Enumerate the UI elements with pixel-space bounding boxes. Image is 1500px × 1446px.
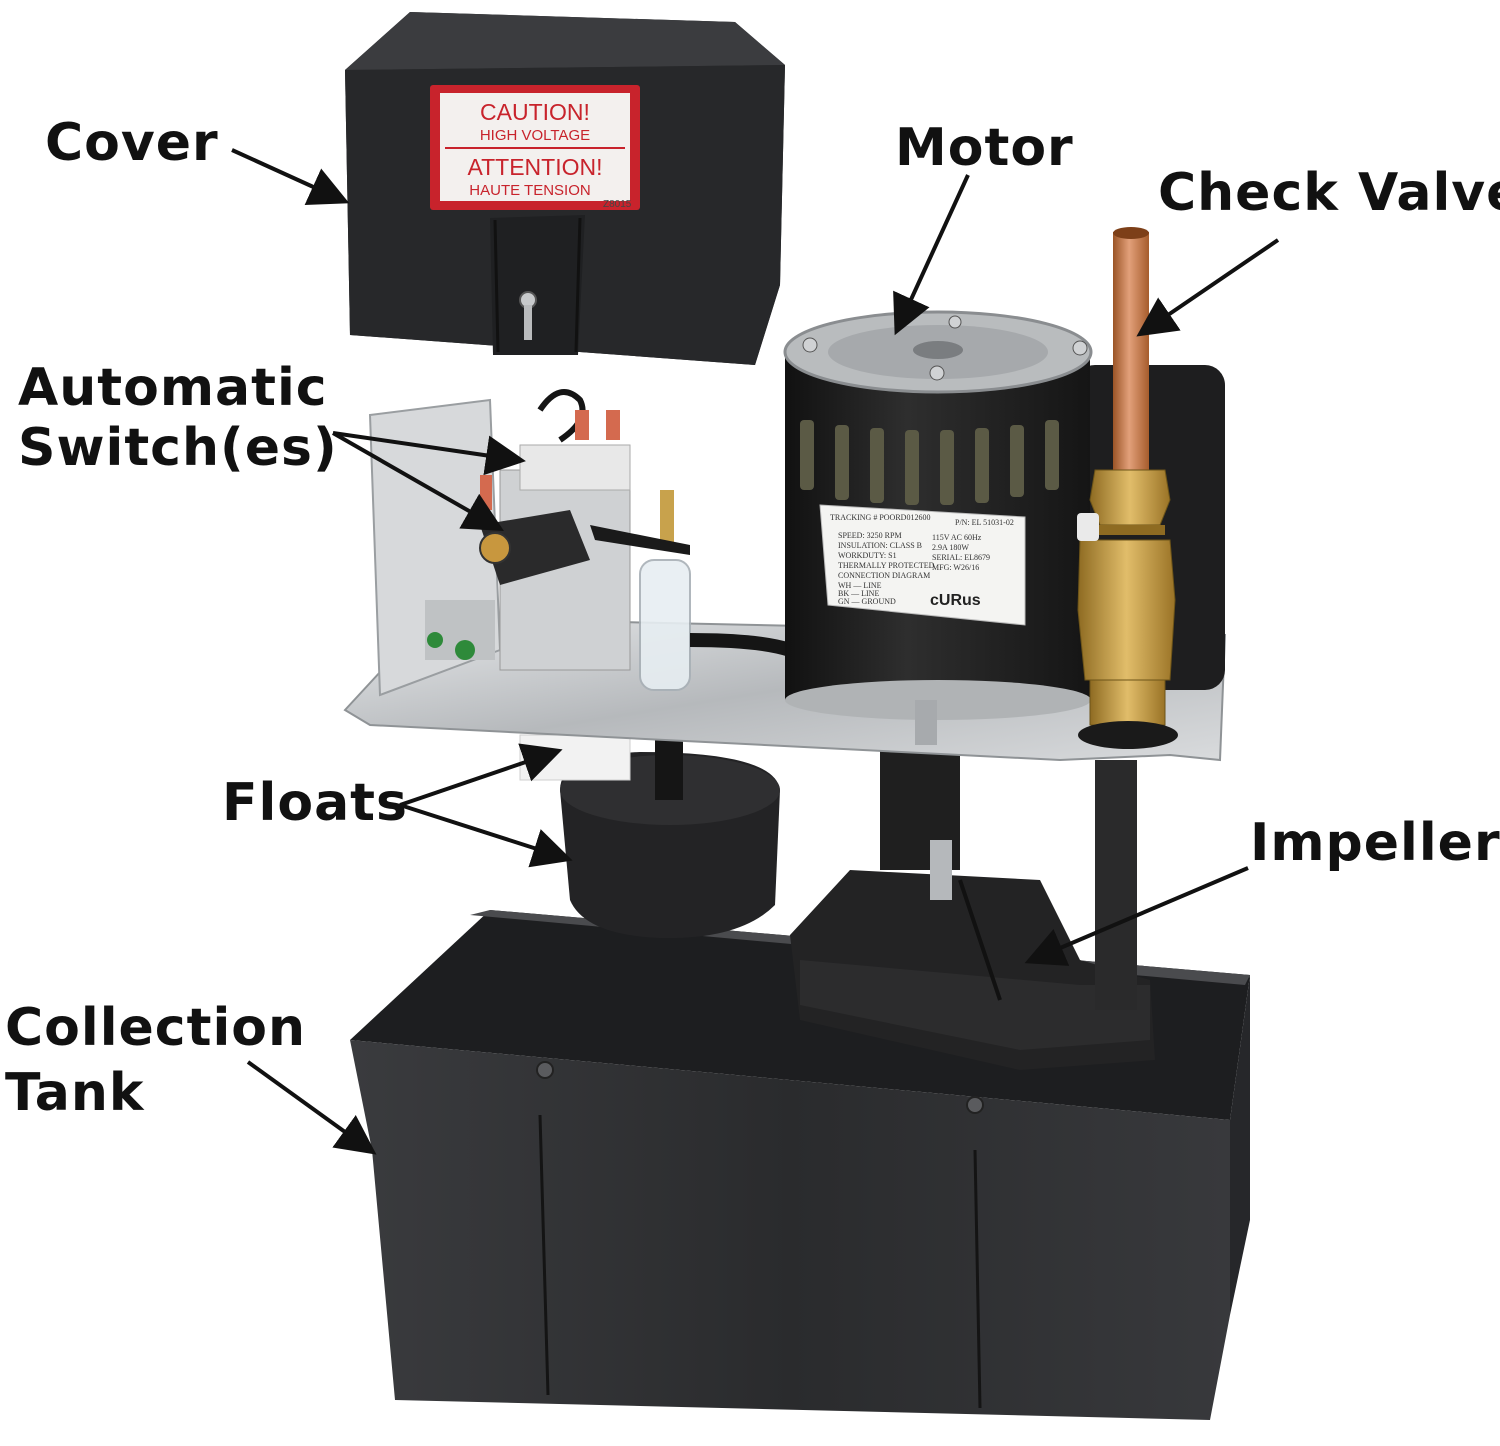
motor-spec-5: CONNECTION DIAGRAM: [838, 571, 930, 580]
high-voltage-text: HIGH VOLTAGE: [480, 127, 590, 144]
motor-spec-8: GN — GROUND: [838, 597, 896, 606]
check-valve: [1077, 227, 1178, 749]
callout-collection-line2: Tank: [5, 1063, 145, 1123]
haute-tension-text: HAUTE TENSION: [469, 182, 590, 199]
motor-spec-6: WH — LINE: [838, 581, 882, 590]
cover: CAUTION! HIGH VOLTAGE ATTENTION! HAUTE T…: [345, 12, 785, 365]
callout-floats: Floats: [222, 773, 408, 833]
motor-spec-1: SPEED: 3250 RPM: [838, 531, 902, 540]
impeller-assembly: [790, 750, 1155, 1070]
arrow-check-valve: [1136, 238, 1280, 337]
arrow-switch-lower: [332, 431, 504, 531]
motor-spec-7: BK — LINE: [838, 589, 879, 598]
motor-spec-2: INSULATION: CLASS B: [838, 541, 922, 550]
motor-spec-r3: SERIAL: EL8679: [932, 553, 990, 562]
motor-pn: P/N: EL 51031-02: [955, 518, 1014, 527]
motor-nameplate: TRACKING # POORD012600 P/N: EL 51031-02 …: [819, 504, 1026, 626]
ul-mark: cURus: [930, 592, 981, 609]
callout-automatic-line2: Switch(es): [18, 418, 338, 478]
callout-impeller: Impeller: [1250, 813, 1500, 873]
callout-check-valve: Check Valve: [1158, 163, 1500, 223]
arrow-float-upper: [399, 743, 563, 807]
motor-spec-3: WORKDUTY: S1: [838, 551, 897, 560]
float-cup: [519, 734, 780, 939]
motor-spec-r1: 115V AC 60Hz: [932, 533, 982, 542]
arrow-impeller: [1024, 866, 1249, 966]
attention-text: ATTENTION!: [467, 154, 602, 180]
callout-automatic-line1: Automatic: [18, 358, 328, 418]
label-code: Z8015: [603, 199, 632, 210]
arrow-collection-tank: [246, 1060, 377, 1155]
caution-text: CAUTION!: [480, 99, 590, 125]
arrow-switch-upper: [332, 431, 526, 476]
arrow-motor: [893, 174, 970, 336]
motor-tracking: TRACKING # POORD012600: [830, 513, 930, 522]
automatic-switches: [479, 389, 690, 585]
callout-cover: Cover: [45, 113, 219, 173]
callout-arrows: [231, 148, 1280, 1155]
motor-spec-r2: 2.9A 180W: [932, 543, 969, 552]
arrow-cover: [231, 148, 350, 205]
callout-motor: Motor: [895, 118, 1074, 178]
motor-spec-r4: MFG: W26/16: [932, 563, 979, 572]
caution-label: CAUTION! HIGH VOLTAGE ATTENTION! HAUTE T…: [430, 85, 640, 210]
callout-collection-line1: Collection: [5, 998, 306, 1058]
motor-spec-4: THERMALLY PROTECTED: [838, 561, 935, 570]
arrow-float-lower: [399, 803, 573, 868]
